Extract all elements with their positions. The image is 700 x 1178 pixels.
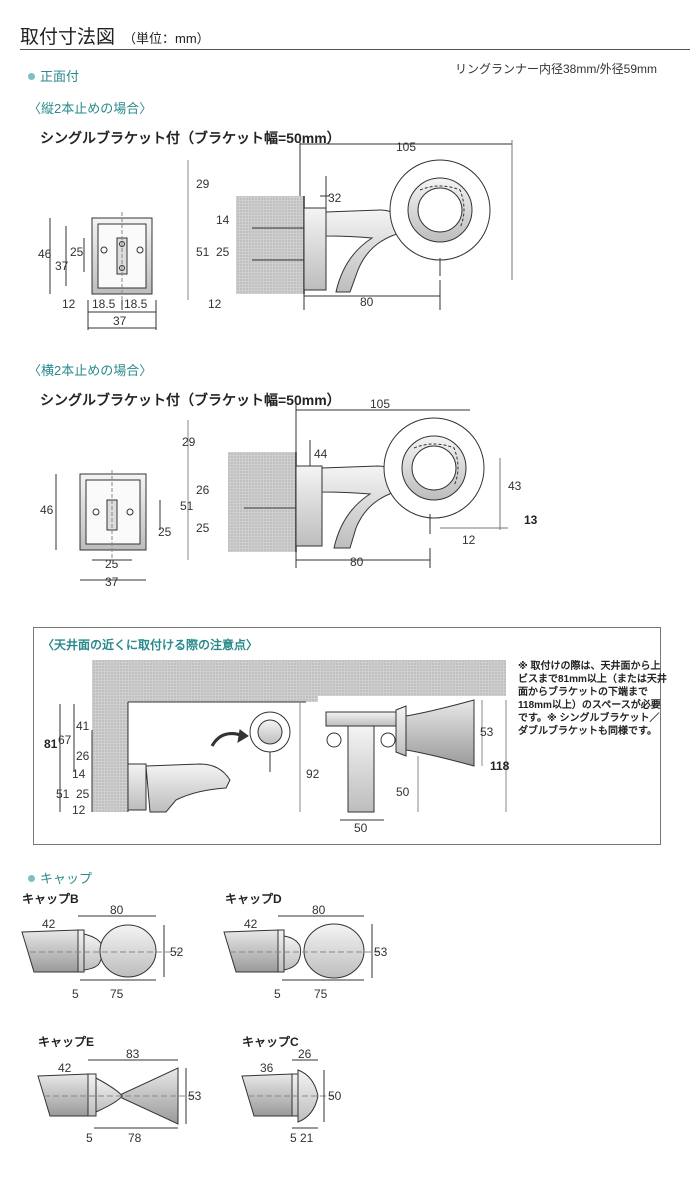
horz-side-105: 105 (370, 397, 390, 411)
cap-c-21: 21 (300, 1131, 314, 1145)
page-title: 取付寸法図（単位：mm） (20, 27, 210, 48)
cap-b-80: 80 (110, 903, 124, 917)
ceiling-50b: 50 (354, 821, 368, 835)
vert-plate-25: 25 (70, 245, 84, 259)
cap-c-26: 26 (298, 1047, 312, 1061)
vert-side-29: 29 (196, 177, 210, 191)
cap-d-80: 80 (312, 903, 326, 917)
cap-d-75: 75 (314, 987, 328, 1001)
cap-c-drawing (241, 1059, 334, 1129)
ceiling-53: 53 (480, 725, 494, 739)
cap-d-53: 53 (374, 945, 388, 959)
cap-c-label: キャップC (242, 1035, 299, 1049)
ceiling-note-text: ※ 取付けの際は、天井面から上ビスまで81mm以上（または天井面からブラケットの… (518, 661, 667, 737)
ceiling-118: 118 (490, 759, 510, 773)
cap-c-36: 36 (260, 1061, 274, 1075)
horz-side-26: 26 (196, 483, 210, 497)
horz-side-29: 29 (182, 435, 196, 449)
section-cap: キャップ (28, 868, 92, 887)
ceiling-14: 14 (72, 767, 86, 781)
vert-side-14: 14 (216, 213, 230, 227)
horz-plate-25w: 25 (105, 557, 119, 571)
vert-plate-46: 46 (38, 247, 52, 261)
cap-c-50: 50 (328, 1089, 342, 1103)
vert-plate-18-5b: 18.5 (124, 297, 148, 311)
cap-b-42: 42 (42, 917, 56, 931)
ring-runner-note: リングランナー内径38mm/外径59mm (455, 62, 658, 76)
horz-side-12: 12 (462, 533, 476, 547)
unit-label: （単位：mm） (123, 31, 210, 46)
vert-side-80: 80 (360, 295, 374, 309)
vert-side-32: 32 (328, 191, 342, 205)
cap-b-label: キャップB (22, 892, 79, 906)
ceiling-67: 67 (58, 733, 72, 747)
horizontal-plate (55, 470, 161, 581)
ceiling-diagram (59, 660, 507, 821)
cap-e-42: 42 (58, 1061, 72, 1075)
cap-d-label: キャップD (225, 892, 282, 906)
cap-b-75: 75 (110, 987, 124, 1001)
vertical-side-view (187, 140, 513, 310)
ceiling-51: 51 (56, 787, 70, 801)
bullet-dot-icon (28, 875, 35, 882)
cap-e-83: 83 (126, 1047, 140, 1061)
ceiling-12: 12 (72, 803, 86, 817)
ceiling-25: 25 (76, 787, 90, 801)
horz-side-13: 13 (524, 513, 538, 527)
horz-side-51: 51 (180, 499, 194, 513)
vertical-bracket-label: シングルブラケット付（ブラケット幅=50mm） (40, 130, 341, 146)
vert-plate-37: 37 (55, 259, 69, 273)
cap-e-5: 5 (86, 1131, 93, 1145)
ceiling-note-frame (33, 627, 661, 845)
cap-d-5: 5 (274, 987, 281, 1001)
cap-b-5: 5 (72, 987, 79, 1001)
vert-plate-12: 12 (62, 297, 76, 311)
cap-c-5: 5 (290, 1131, 297, 1145)
horz-side-80: 80 (350, 555, 364, 569)
horizontal-bracket-label: シングルブラケット付（ブラケット幅=50mm） (40, 392, 341, 408)
cap-b-52: 52 (170, 945, 184, 959)
vert-plate-18-5a: 18.5 (92, 297, 116, 311)
vertical-heading: 〈縦2本止めの場合〉 (28, 101, 153, 116)
cap-d-42: 42 (244, 917, 258, 931)
horz-side-44: 44 (314, 447, 328, 461)
title-rule (20, 49, 690, 50)
cap-b-drawing (21, 915, 180, 981)
vert-side-25: 25 (216, 245, 230, 259)
cap-e-78: 78 (128, 1131, 142, 1145)
bullet-dot-icon (28, 73, 35, 80)
cap-e-53: 53 (188, 1089, 202, 1103)
horz-plate-46: 46 (40, 503, 54, 517)
cap-e-label: キャップE (38, 1035, 95, 1049)
horizontal-heading: 〈横2本止めの場合〉 (28, 363, 153, 378)
ceiling-41: 41 (76, 719, 90, 733)
horz-plate-25: 25 (158, 525, 172, 539)
ceiling-50a: 50 (396, 785, 410, 799)
vert-side-105: 105 (396, 140, 416, 154)
horz-side-43: 43 (508, 479, 522, 493)
horz-side-25: 25 (196, 521, 210, 535)
cap-e-drawing (37, 1059, 196, 1129)
ceiling-26: 26 (76, 749, 90, 763)
section-front-mount: 正面付 (28, 66, 79, 85)
cap-d-drawing (223, 915, 384, 981)
ceiling-heading: 〈天井面の近くに取付ける際の注意点〉 (42, 638, 259, 652)
ceiling-92: 92 (306, 767, 320, 781)
vertical-plate (49, 212, 157, 330)
horizontal-side-view (187, 400, 508, 568)
vert-side-12: 12 (208, 297, 222, 311)
horz-plate-37w: 37 (105, 575, 119, 589)
ceiling-81: 81 (44, 737, 58, 751)
vert-side-51: 51 (196, 245, 210, 259)
vert-plate-37w: 37 (113, 314, 127, 328)
